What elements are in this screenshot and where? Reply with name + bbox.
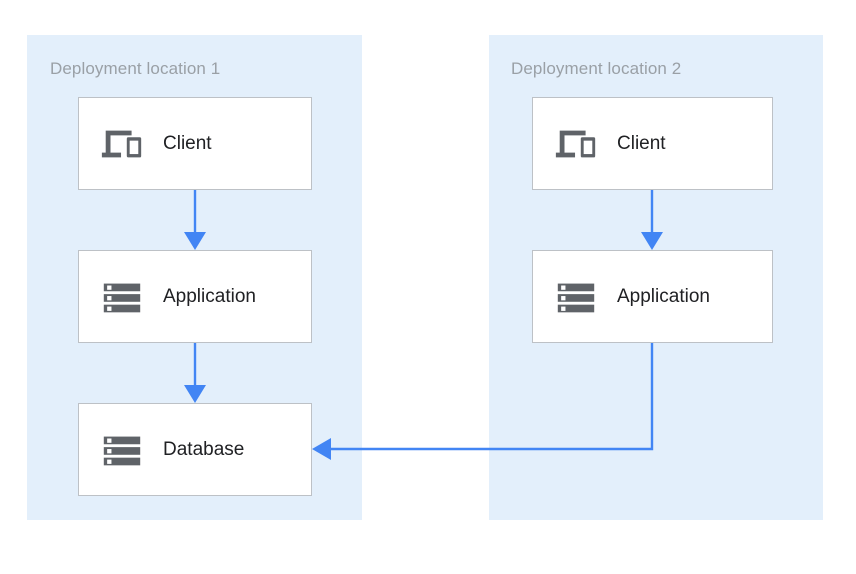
node-application-2-label: Application [617,285,710,307]
server-icon [103,436,141,465]
server-icon [103,283,141,312]
server-icon [557,283,595,312]
node-application-1[interactable]: Application [78,250,312,343]
node-client-2[interactable]: Client [532,97,773,190]
node-application-2[interactable]: Application [532,250,773,343]
node-application-1-label: Application [163,285,256,307]
node-database-1[interactable]: Database [78,403,312,496]
deployment-zone-1-label: Deployment location 1 [50,59,221,78]
node-client-1-label: Client [163,132,212,154]
node-client-2-label: Client [617,132,666,154]
node-database-1-label: Database [163,438,245,460]
client-devices-icon [101,130,142,157]
deployment-zone-2-label: Deployment location 2 [511,59,682,78]
client-devices-icon [555,130,596,157]
node-client-1[interactable]: Client [78,97,312,190]
